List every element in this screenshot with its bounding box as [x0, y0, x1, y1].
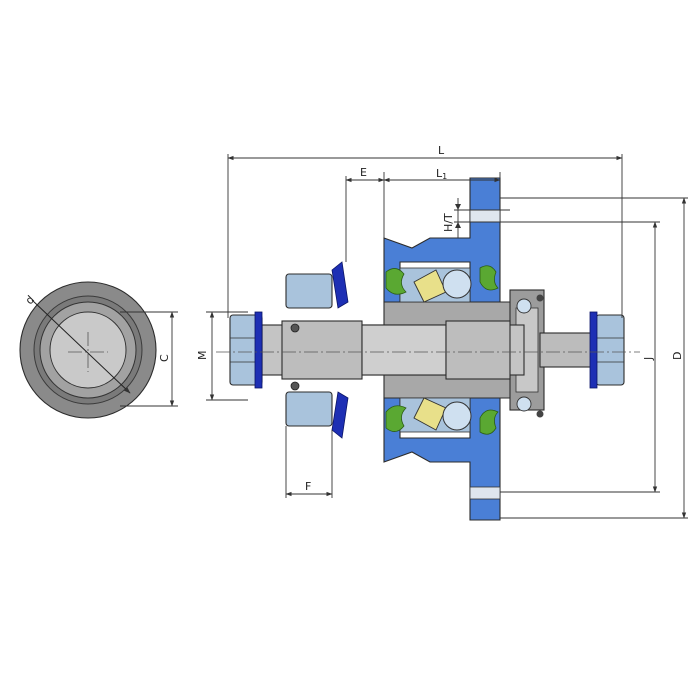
ball-bearing-bottom	[442, 401, 472, 431]
label-L: L	[438, 144, 445, 157]
ht-arrow-top	[455, 204, 461, 210]
right-nut	[595, 314, 625, 386]
shaft-mid-step	[361, 324, 447, 376]
label-C: C	[158, 354, 171, 362]
section-view	[206, 154, 688, 521]
retaining-pin-bottom	[536, 410, 544, 418]
o-ring-left-bottom	[290, 381, 300, 391]
o-ring-left-top	[290, 323, 300, 333]
seal-right-top	[479, 265, 499, 291]
end-view	[19, 281, 178, 419]
shaft-right-step	[445, 320, 511, 380]
label-J: J	[642, 357, 655, 361]
label-d: d	[23, 293, 37, 307]
left-washer-ring	[254, 311, 263, 389]
ht-arrow-bottom	[455, 222, 461, 228]
end-view-diameter-d-line	[31, 299, 131, 394]
label-L1: L1	[436, 167, 447, 181]
label-D: D	[671, 352, 684, 360]
retaining-pin-top	[536, 294, 544, 302]
shaft-spindle-end	[539, 332, 597, 368]
label-M: M	[196, 351, 209, 361]
clamp-block-top	[285, 273, 333, 309]
label-L1-main: L	[436, 167, 443, 180]
seal-left-top	[385, 268, 407, 295]
label-E: E	[360, 166, 367, 179]
flange-bolt-hole-top	[469, 209, 501, 223]
label-L1-sub: 1	[442, 172, 447, 181]
retaining-ring-bottom	[331, 391, 349, 439]
label-F: F	[305, 480, 311, 493]
seal-right-bottom	[479, 409, 499, 435]
ball-bearing-top	[442, 269, 472, 299]
label-HT: H/T	[442, 213, 455, 232]
clamp-block-bottom	[285, 391, 333, 427]
small-ball-bottom	[516, 396, 532, 412]
seal-left-bottom	[385, 405, 407, 432]
right-washer-ring	[589, 311, 598, 389]
retaining-ring-top	[331, 261, 349, 309]
flange-bolt-hole-bottom	[469, 486, 501, 500]
shaft-left-step	[281, 320, 363, 380]
small-ball-top	[516, 298, 532, 314]
